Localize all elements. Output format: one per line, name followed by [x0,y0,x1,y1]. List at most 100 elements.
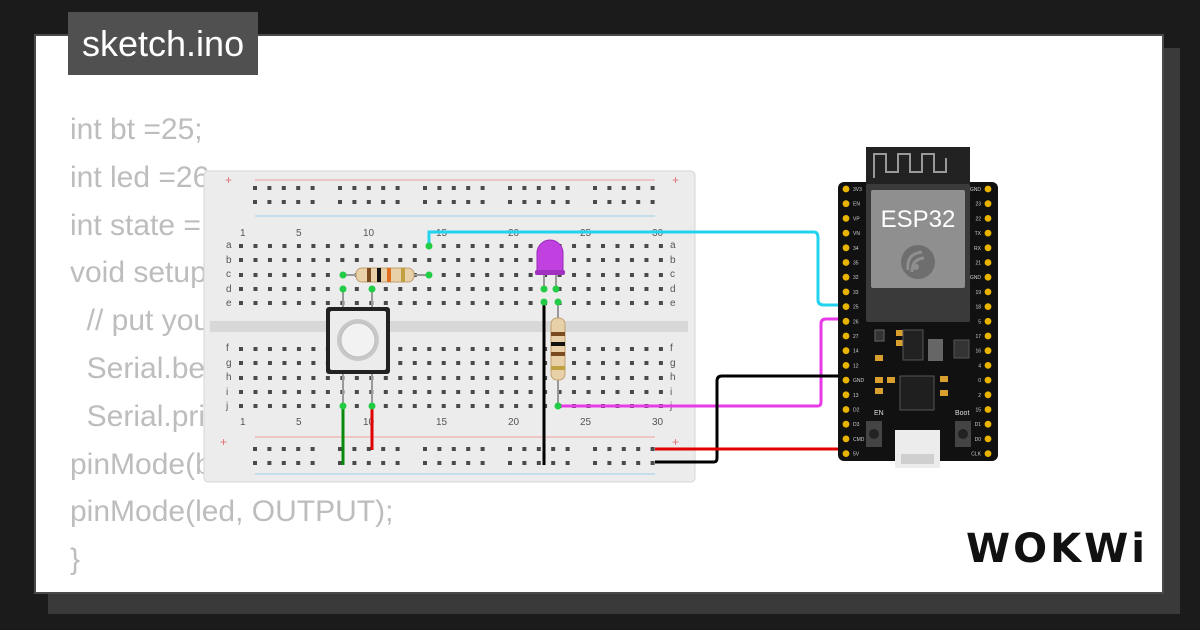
resistor-vertical[interactable] [550,305,566,406]
led[interactable] [535,239,565,289]
board-pin[interactable] [842,435,850,443]
board-pin[interactable] [842,288,850,296]
board-pin[interactable] [842,244,850,252]
board-pin[interactable] [984,288,992,296]
board-pin[interactable] [842,450,850,457]
board-pin[interactable] [842,420,850,428]
wire-magenta[interactable] [558,317,846,408]
breadboard-hole [499,273,504,277]
board-pin[interactable] [842,303,850,310]
board-pin-label: VN [853,231,860,237]
board-pin[interactable] [984,420,992,428]
board-pin[interactable] [842,200,850,208]
breadboard-hole [586,361,591,365]
board-pin-label: GND [970,187,982,193]
breadboard-hole [572,376,577,380]
board-pin[interactable] [842,273,850,281]
left-pin-header: 3V3ENVPVN343532332526271412GND13D2D3CMD5… [842,185,865,458]
breadboard-hole [615,361,620,365]
breadboard-hole [395,447,400,451]
breadboard-hole [658,287,663,291]
board-pin[interactable] [842,347,850,355]
breadboard-hole [536,186,541,190]
breadboard-hole [456,404,461,408]
board-pin[interactable] [842,332,850,340]
breadboard-hole [528,361,533,365]
board-pin[interactable] [842,391,850,399]
row-letter: b [670,255,676,266]
breadboard-hole [340,258,345,262]
wire-cyan[interactable] [427,230,846,307]
wire-black[interactable] [655,374,846,464]
breadboard-hole [253,273,258,277]
breadboard-hole [253,200,257,204]
breadboard-hole [499,376,504,380]
breadboard-hole [451,186,456,190]
breadboard-hole [441,361,446,365]
board-pin[interactable] [984,332,992,340]
breadboard[interactable]: + + + + 1 5 10 15 20 25 30 1 5 10 15 20 … [203,170,696,483]
board-pin[interactable] [984,376,992,384]
file-tab[interactable]: sketch.ino [68,12,259,75]
row-letter: j [225,401,228,412]
breadboard-hole [437,186,442,190]
breadboard-hole [282,347,287,351]
board-pin[interactable] [984,215,992,222]
breadboard-hole [311,376,316,380]
board-pin[interactable] [842,185,850,193]
board-pin[interactable] [842,229,850,237]
board-pin[interactable] [984,362,992,369]
row-letter: i [670,387,672,398]
board-pin[interactable] [984,406,992,413]
board-pin[interactable] [984,259,992,266]
board-pin[interactable] [984,273,992,281]
board-pin-label: 15 [975,408,981,414]
breadboard-hole [239,404,243,408]
board-pin[interactable] [984,391,992,399]
breadboard-hole [514,273,519,277]
breadboard-hole [253,258,258,262]
breadboard-hole [253,186,257,190]
breadboard-hole [354,244,359,248]
board-pin[interactable] [842,406,850,413]
breadboard-hole [437,461,442,465]
breadboard-hole [593,447,597,451]
board-pin[interactable] [984,450,992,457]
board-pin[interactable] [984,229,992,237]
column-number: 20 [508,417,520,428]
board-pin[interactable] [984,244,992,252]
breadboard-hole [325,258,330,262]
code-line: } [70,543,81,577]
board-pin[interactable] [984,435,992,443]
board-pin-label: 27 [853,334,859,340]
board-pin[interactable] [842,215,850,222]
breadboard-hole [629,244,634,248]
board-pin[interactable] [842,317,850,325]
breadboard-hole [381,461,386,465]
board-pin[interactable] [984,317,992,325]
breadboard-hole [615,273,620,277]
board-pin[interactable] [984,347,992,355]
board-pin[interactable] [842,376,850,384]
breadboard-hole [456,244,461,248]
row-letter: g [670,358,676,369]
breadboard-hole [456,390,461,394]
breadboard-hole [311,361,316,365]
board-pin[interactable] [984,185,992,193]
esp32-board[interactable]: ESP32 EN Boot 3V3ENVPVN34353233252627141… [838,147,998,468]
breadboard-hole [412,347,417,351]
board-pin-label: 5 [978,319,981,325]
board-pin[interactable] [984,200,992,208]
board-pin[interactable] [984,303,992,310]
pushbutton[interactable] [326,289,390,403]
breadboard-hole [383,287,388,291]
resistor[interactable] [343,267,429,283]
breadboard-hole [485,390,490,394]
row-letter: e [226,298,232,309]
board-pin[interactable] [842,362,850,369]
breadboard-hole [514,301,519,305]
breadboard-hole [383,376,388,380]
row-letter: d [670,284,676,295]
board-pin[interactable] [842,259,850,266]
